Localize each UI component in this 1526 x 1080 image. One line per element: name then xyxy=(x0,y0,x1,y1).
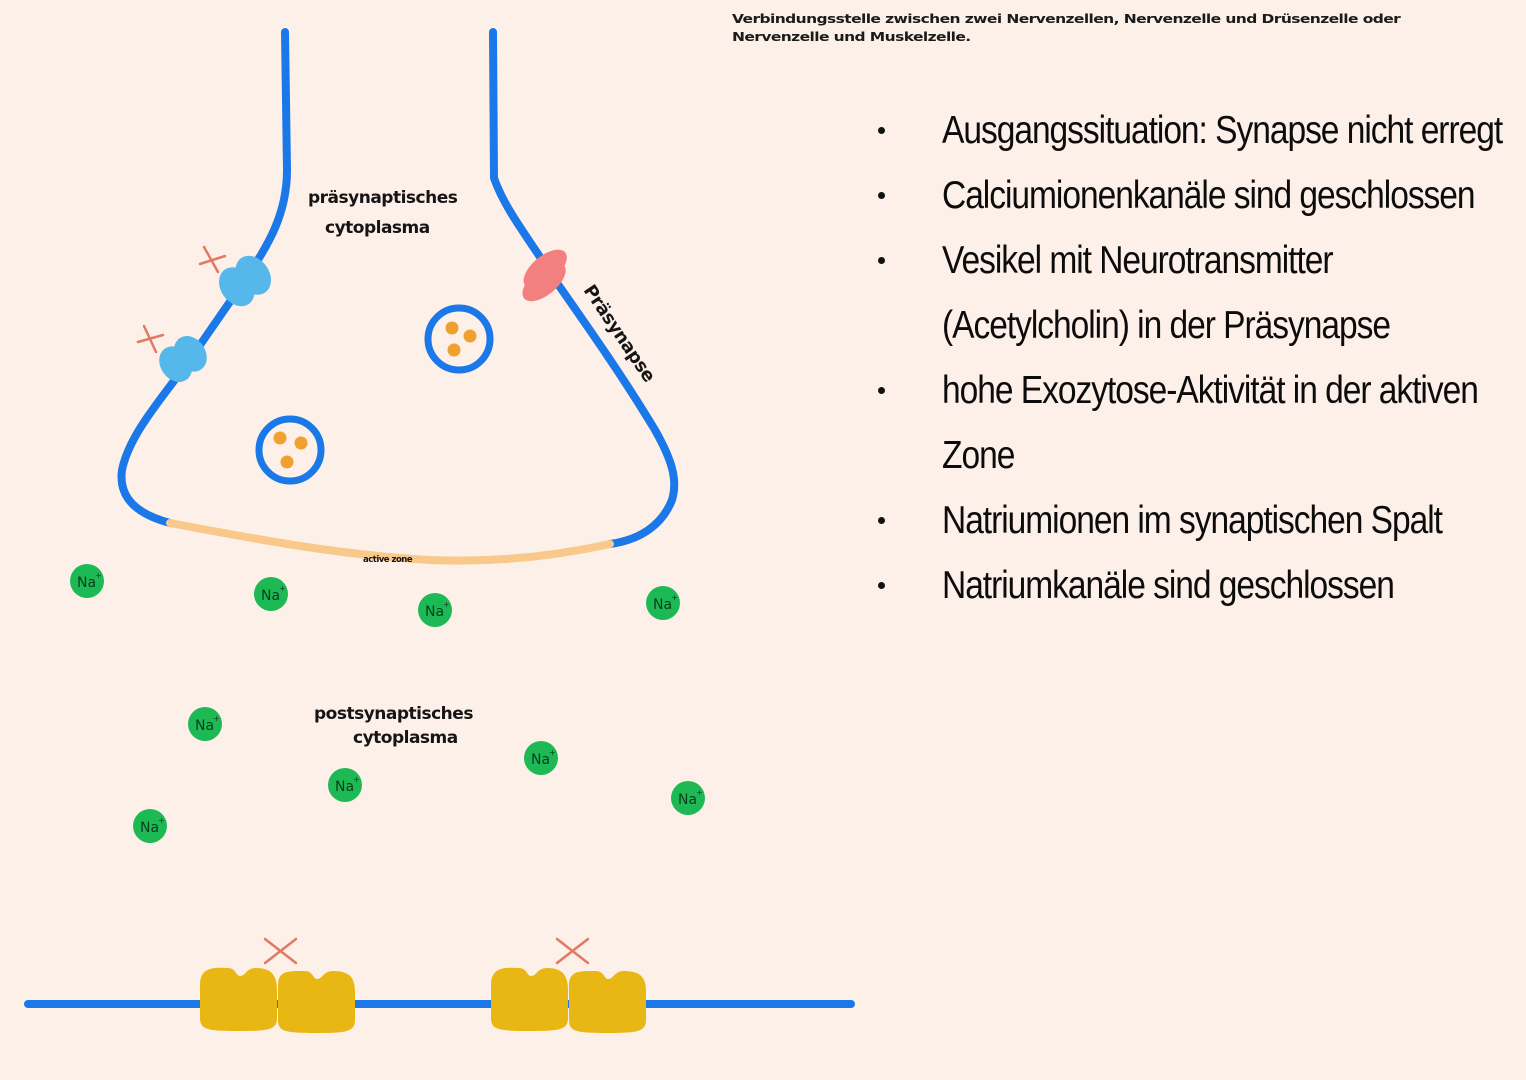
vesicle xyxy=(424,304,494,374)
facts-list: Ausgangssituation: Synapse nicht erregt … xyxy=(872,98,1512,618)
sodium-ion-label: Na xyxy=(335,779,354,795)
bullet-icon xyxy=(878,192,885,199)
sodium-ion: Na+ xyxy=(646,586,680,620)
calcium-channel-upper xyxy=(219,255,271,307)
neurotransmitter-dot xyxy=(463,329,477,343)
presynaptic-cytoplasm-label: cytoplasma xyxy=(325,218,430,238)
active-zone xyxy=(166,519,614,565)
sodium-ion-charge: + xyxy=(279,584,286,593)
sodium-ion: Na+ xyxy=(133,809,167,843)
closed-marker-icon xyxy=(198,245,227,274)
closed-marker-icon xyxy=(263,937,298,965)
postsynaptic-cytoplasm-label: cytoplasma xyxy=(353,728,458,748)
sodium-ion-charge: + xyxy=(158,816,165,825)
sodium-ion: Na+ xyxy=(188,707,222,741)
synapse-definition: Verbindungsstelle zwischen zwei Nervenze… xyxy=(732,10,1526,46)
sodium-ion-label: Na xyxy=(140,820,159,836)
sodium-ion-label: Na xyxy=(531,752,550,768)
sodium-ion: Na+ xyxy=(328,768,362,802)
presynaptic-membrane-right xyxy=(489,28,679,548)
bullet-icon xyxy=(878,127,885,134)
vesicle xyxy=(255,415,325,485)
closed-marker-icon xyxy=(555,937,590,965)
neurotransmitter-dot xyxy=(294,436,308,450)
fact-item: Ausgangssituation: Synapse nicht erregt xyxy=(872,98,1512,163)
bullet-icon xyxy=(878,387,885,394)
postsynaptic-cytoplasm-label: postsynaptisches xyxy=(314,704,473,724)
neurotransmitter-dot xyxy=(447,343,461,357)
active-zone-label: active zone xyxy=(363,555,413,565)
sodium-ion: Na+ xyxy=(671,781,705,815)
fact-item: Calciumionenkanäle sind geschlossen xyxy=(872,163,1512,228)
bullet-icon xyxy=(878,257,885,264)
fact-item: Natriumkanäle sind geschlossen xyxy=(872,553,1512,618)
sodium-ion: Na+ xyxy=(70,564,104,598)
sodium-ion-charge: + xyxy=(671,593,678,602)
sodium-ion-label: Na xyxy=(261,588,280,604)
bullet-icon xyxy=(878,582,885,589)
sodium-ion-label: Na xyxy=(77,575,96,591)
sodium-ion-label: Na xyxy=(425,604,444,620)
sodium-ion-charge: + xyxy=(443,600,450,609)
sodium-ion-label: Na xyxy=(653,597,672,613)
fact-item: Vesikel mit Neurotransmitter (Acetylchol… xyxy=(872,228,1512,358)
definition-line: Nervenzelle und Muskelzelle. xyxy=(732,29,971,45)
sodium-ion-charge: + xyxy=(95,571,102,580)
sodium-channel-right xyxy=(491,967,646,1033)
sodium-ion: Na+ xyxy=(524,741,558,775)
sodium-ion-label: Na xyxy=(195,718,214,734)
presynaptic-cytoplasm-label: präsynaptisches xyxy=(308,188,458,208)
definition-line: Verbindungsstelle zwischen zwei Nervenze… xyxy=(732,11,1401,27)
fact-item: Natriumionen im synaptischen Spalt xyxy=(872,488,1512,553)
sodium-ion-label: Na xyxy=(678,792,697,808)
bullet-icon xyxy=(878,517,885,524)
sodium-ion-charge: + xyxy=(549,748,556,757)
sodium-ion: Na+ xyxy=(254,577,288,611)
sodium-ion-charge: + xyxy=(353,775,360,784)
sodium-ion: Na+ xyxy=(418,593,452,627)
membrane-channel-pink xyxy=(522,249,567,302)
calcium-channel-lower xyxy=(159,336,207,382)
neurotransmitter-dot xyxy=(280,455,294,469)
neurotransmitter-dot xyxy=(445,321,459,335)
sodium-ion-charge: + xyxy=(213,714,220,723)
fact-item: hohe Exozytose-Aktivität in der aktiven … xyxy=(872,358,1512,488)
presynaptic-membrane xyxy=(117,28,292,527)
neurotransmitter-dot xyxy=(273,431,287,445)
sodium-ion-charge: + xyxy=(696,788,703,797)
closed-marker-icon xyxy=(136,324,165,354)
sodium-channel-left xyxy=(200,967,355,1033)
